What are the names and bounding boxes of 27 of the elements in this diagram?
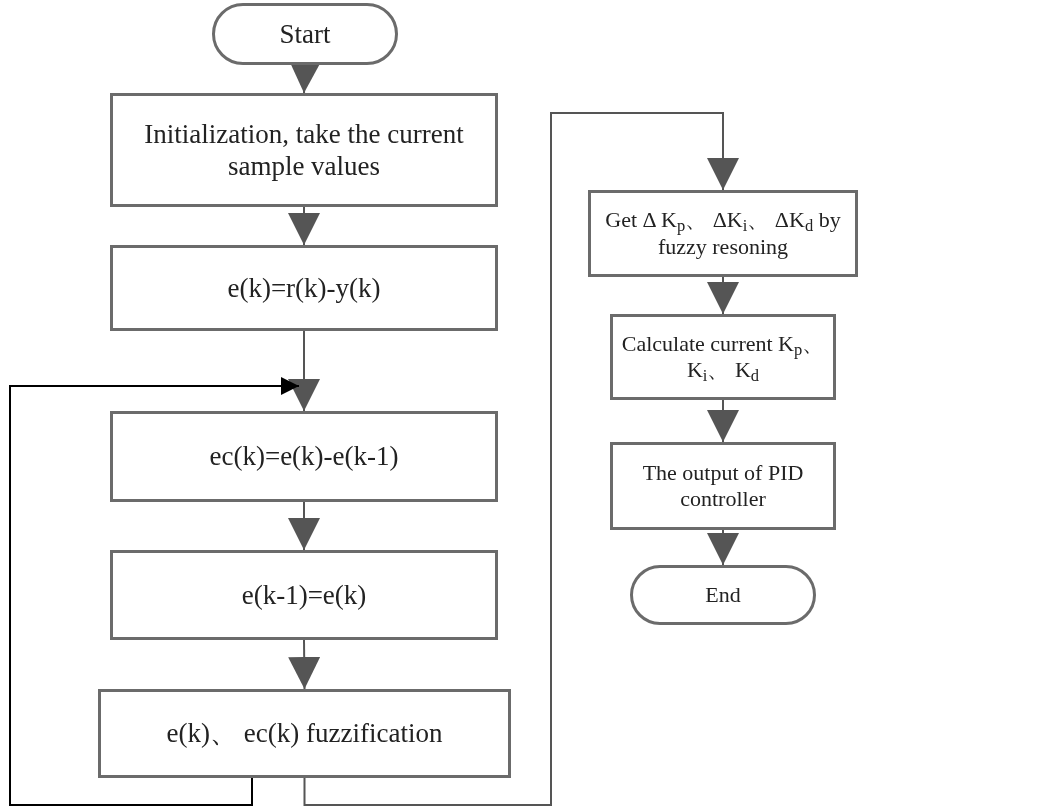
process-box [588,190,858,277]
process-box [110,550,498,640]
node-text: Initialization, take the current sample values [143,117,465,183]
arrow [707,276,739,315]
arrow [707,399,739,443]
node-text: End [705,581,741,609]
node-text: ec(k)=e(k)-e(k-1) [209,440,399,473]
node-text: e(k)=r(k)-y(k) [227,271,381,305]
process-box [610,442,836,530]
arrow [288,206,320,246]
node-text: Start [279,17,331,51]
node-text: Calculate current K$_{p}$、 K$_{i}$、 K$_{d}$ [621,330,825,384]
process-box [98,689,511,778]
arrow [9,377,300,806]
process-box [110,411,498,502]
node-text: e(k)、 ec(k) fuzzification [166,717,443,750]
arrow [288,501,320,551]
arrow [288,639,321,690]
node-text: Get Δ K$_{p}$、 ΔK$_{i}$、 ΔK$_{d}$ by fuzzy resoning [604,207,842,260]
process-box [610,314,836,400]
process-box [110,93,498,207]
arrow [707,529,739,566]
node-text: e(k-1)=e(k) [241,578,367,612]
process-box [110,245,498,331]
arrow [303,112,739,806]
arrow [288,330,320,412]
node-text: The output of PID controller [641,459,805,513]
